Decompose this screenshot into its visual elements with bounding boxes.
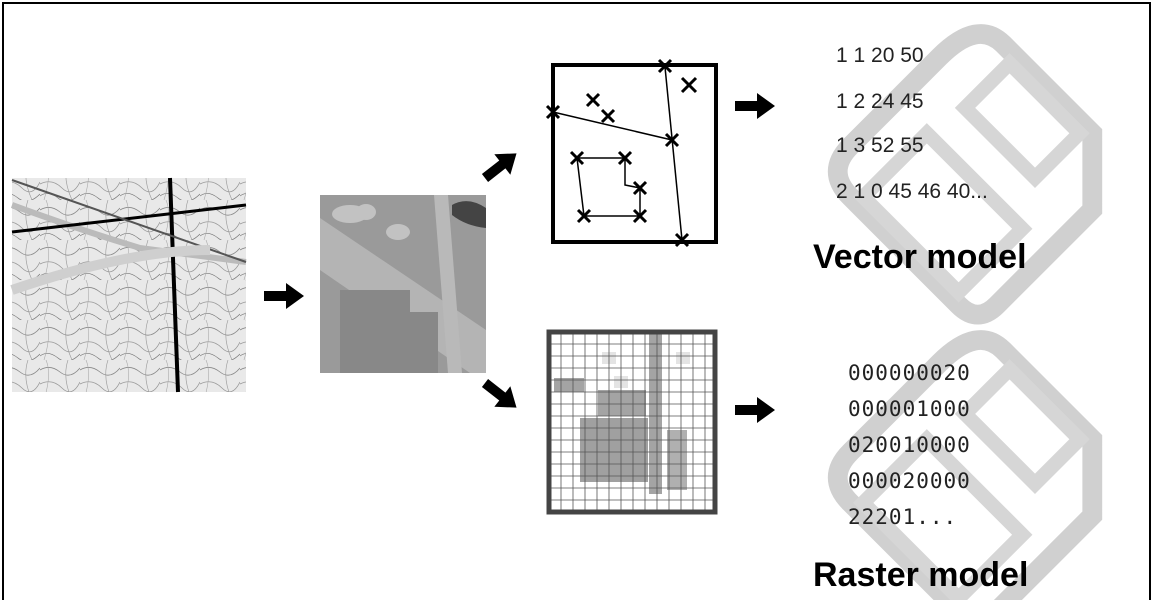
raster-data-line: 020010000 (848, 433, 971, 457)
arrow-icon (264, 283, 304, 309)
vector-model-title: Vector model (813, 238, 1027, 276)
arrow-icon (735, 397, 775, 423)
raster-data-line: 000000020 (848, 361, 971, 385)
vector-grid-icon (545, 58, 718, 248)
topographic-map-image (10, 177, 247, 393)
raster-data-line: 000020000 (848, 469, 971, 493)
generalized-map-image (320, 195, 486, 373)
raster-data-line: 22201... (848, 505, 957, 529)
raster-grid-icon (546, 329, 718, 515)
arrow-icon (735, 93, 775, 119)
raster-data-line: 000001000 (848, 397, 971, 421)
vector-data-line: 1 3 52 55 (836, 134, 924, 157)
vector-data-line: 1 1 20 50 (836, 44, 924, 67)
arrow-icon (476, 143, 525, 189)
raster-model-title: Raster model (813, 556, 1028, 594)
vector-data-line: 1 2 24 45 (836, 90, 924, 113)
arrow-icon (476, 372, 525, 418)
vector-data-line: 2 1 0 45 46 40... (836, 180, 988, 203)
